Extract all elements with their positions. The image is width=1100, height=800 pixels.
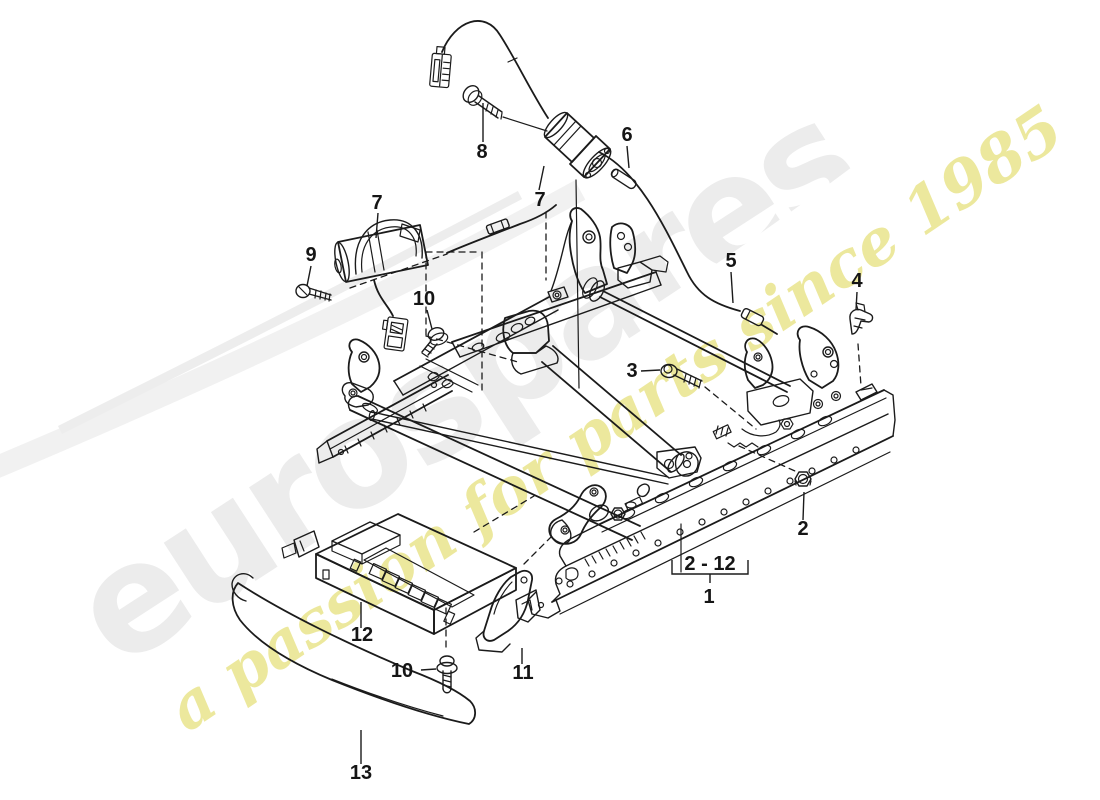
trim-cover-13 [231, 573, 477, 725]
part-callout-10: 10 [413, 288, 435, 310]
swoosh-line [57, 191, 523, 435]
retaining-clip-4 [849, 302, 874, 387]
drive-motor-top-assembly [429, 20, 637, 389]
fastener-bolt-3 [660, 363, 757, 430]
callout-leader-lines [306, 103, 858, 764]
seat-frame [316, 207, 791, 541]
fastener-nut-2 [738, 445, 812, 487]
bowden-cable-5 [598, 151, 778, 335]
part-callout-5: 5 [725, 250, 736, 272]
bracket-11 [475, 569, 541, 653]
part-callout-7: 7 [371, 192, 382, 214]
part-callout-8: 8 [476, 141, 487, 163]
part-callout-10: 10 [391, 660, 413, 682]
control-unit-12 [281, 495, 553, 635]
part-callout-4: 4 [851, 270, 863, 292]
part-callout-12: 12 [351, 624, 373, 646]
part-callout-1: 1 [703, 586, 714, 608]
swoosh-highlight [632, 49, 1019, 341]
screw-10-lower [436, 607, 458, 694]
part-callout-7: 7 [534, 189, 545, 211]
part-callout-2-12: 2 - 12 [684, 553, 735, 575]
part-callout-2: 2 [797, 518, 808, 540]
part-callout-9: 9 [305, 244, 316, 266]
part-number-callouts: 8 7 6 7 9 10 5 4 3 2 1 12 10 11 13 2 - 12 [305, 124, 863, 784]
part-callout-3: 3 [626, 360, 637, 382]
tilt-motor-left-assembly [295, 204, 557, 358]
slide-rail-right [527, 325, 896, 619]
part-callout-13: 13 [350, 762, 372, 784]
swoosh-band [0, 180, 586, 478]
part-callout-11: 11 [512, 662, 533, 684]
part-callout-6: 6 [621, 124, 632, 146]
